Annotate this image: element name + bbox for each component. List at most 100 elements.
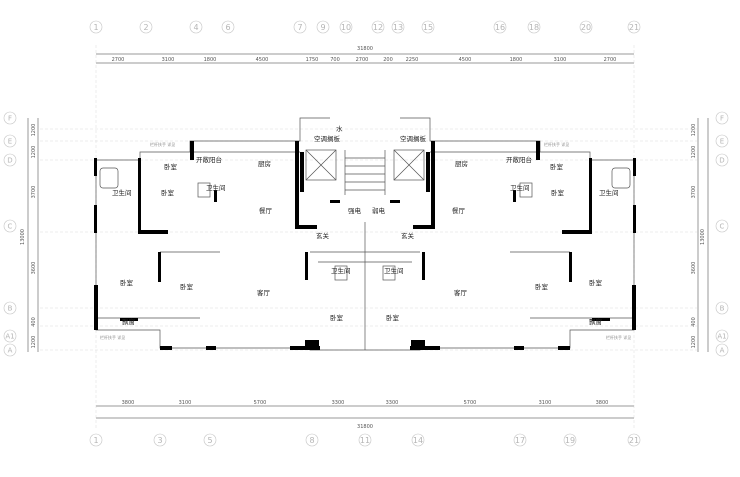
top-axis-marker [189, 20, 203, 34]
top-dimension: 700 [330, 57, 340, 63]
top-total-dimension: 31800 [357, 46, 373, 52]
left-dimension: 400 [31, 317, 37, 327]
room-balcony-left: 开敞阳台 [196, 155, 222, 164]
bottom-axis-label: 17 [515, 436, 525, 445]
bottom-axis-marker [305, 433, 319, 447]
room-living-left: 客厅 [257, 288, 271, 297]
room-balcony-right: 开敞阳台 [506, 155, 532, 164]
room-bed-southwest: 卧室 [120, 278, 134, 287]
top-axis-marker [527, 20, 541, 34]
side-axis-label: F [8, 115, 12, 123]
room-elec-strong: 强电 [348, 206, 362, 215]
room-bed-north-left: 卧室 [164, 162, 178, 171]
bottom-axis-marker [411, 433, 425, 447]
note-rail-bottom-left: 栏杆扶手 详见 [100, 334, 125, 340]
room-ac-left: 空调搁板 [314, 134, 341, 143]
bottom-axis-label: 3 [157, 436, 162, 445]
right-dimension: 1200 [691, 124, 697, 137]
room-bed-center-left: 卧室 [330, 313, 344, 322]
grid-lines [40, 45, 700, 430]
bottom-axis-label: 5 [207, 436, 212, 445]
side-axis-marker [3, 111, 17, 125]
side-axis-label: E [720, 138, 724, 146]
axis-markers [3, 20, 729, 447]
side-axis-marker [715, 153, 729, 167]
top-dimension: 1750 [306, 57, 319, 63]
left-dimension: 1200 [31, 336, 37, 349]
top-axis-label: 20 [581, 23, 591, 32]
side-axis-marker [715, 329, 729, 343]
top-axis-marker [627, 20, 641, 34]
side-axis-marker [715, 343, 729, 357]
bottom-dimension: 3800 [122, 400, 135, 406]
top-axis-marker [371, 20, 385, 34]
bottom-axis-marker [153, 433, 167, 447]
top-axis-label: 12 [373, 23, 383, 32]
bottom-axis-marker [203, 433, 217, 447]
right-dimension: 1200 [691, 336, 697, 349]
bottom-total-dimension: 31800 [357, 424, 373, 430]
right-dimension: 400 [691, 317, 697, 327]
room-foyer-left: 玄关 [316, 231, 330, 240]
top-dimension: 4500 [459, 57, 472, 63]
room-bath-west-left: 卫生间 [112, 188, 132, 197]
room-bed-south-left: 卧室 [180, 282, 194, 291]
top-axis-label: 16 [495, 23, 505, 32]
bottom-axis-marker [627, 433, 641, 447]
side-axis-label: A [720, 347, 725, 355]
right-total-dimension: 13000 [700, 229, 706, 245]
bottom-axis-marker [358, 433, 372, 447]
room-ac-right: 空调搁板 [400, 134, 427, 143]
side-axis-label: A [8, 347, 13, 355]
right-dimension: 3700 [691, 186, 697, 199]
top-axis-label: 1 [93, 23, 98, 32]
side-axis-marker [3, 134, 17, 148]
side-axis-marker [715, 134, 729, 148]
top-axis-label: 15 [423, 23, 433, 32]
room-bay-right: 飘窗 [589, 317, 602, 326]
bottom-dimension: 3300 [332, 400, 345, 406]
bottom-axis-marker [89, 433, 103, 447]
bottom-axis-label: 19 [565, 436, 575, 445]
top-axis-label: 6 [225, 23, 230, 32]
side-axis-marker [3, 219, 17, 233]
railing-notes: 栏杆扶手 详见 栏杆扶手 详见 栏杆扶手 详见 栏杆扶手 详见 [100, 141, 631, 340]
right-dimension: 3600 [691, 262, 697, 275]
top-axis-label: 4 [193, 23, 198, 32]
top-dimension: 1800 [204, 57, 217, 63]
structural-walls [94, 141, 636, 350]
room-bed-south-right: 卧室 [535, 282, 549, 291]
top-dimension: 200 [383, 57, 393, 63]
right-dimension: 1200 [691, 146, 697, 159]
left-dimension: 1200 [31, 146, 37, 159]
top-axis-label: 10 [341, 23, 351, 32]
bottom-dimension: 3300 [386, 400, 399, 406]
top-axis-marker [579, 20, 593, 34]
side-axis-marker [715, 219, 729, 233]
top-dimension: 4500 [256, 57, 269, 63]
room-dining-right: 餐厅 [452, 206, 466, 215]
top-axis-label: 9 [320, 23, 325, 32]
side-axis-label: B [720, 305, 725, 313]
room-bath-center-left: 卫生间 [331, 266, 351, 275]
room-bay-left: 飘窗 [122, 317, 135, 326]
room-bath-west-right: 卫生间 [510, 183, 530, 192]
room-bath-center-right: 卫生间 [384, 266, 404, 275]
room-bed-southeast: 卧室 [589, 278, 603, 287]
bottom-dimension: 3100 [179, 400, 192, 406]
bottom-axis-label: 21 [629, 436, 639, 445]
note-rail-bottom-right: 栏杆扶手 详见 [606, 334, 631, 340]
left-dimension: 3700 [31, 186, 37, 199]
side-axis-marker [3, 329, 17, 343]
side-axis-label: F [720, 115, 724, 123]
top-axis-marker [421, 20, 435, 34]
bottom-axis-marker [563, 433, 577, 447]
room-bed-right-1: 卧室 [551, 188, 565, 197]
room-shaft: 水 [336, 124, 343, 133]
top-axis-marker [89, 20, 103, 34]
top-dimension: 3100 [554, 57, 567, 63]
bottom-dimension: 3100 [539, 400, 552, 406]
top-axis-label: 7 [297, 23, 302, 32]
side-axis-marker [3, 301, 17, 315]
top-axis-marker [316, 20, 330, 34]
